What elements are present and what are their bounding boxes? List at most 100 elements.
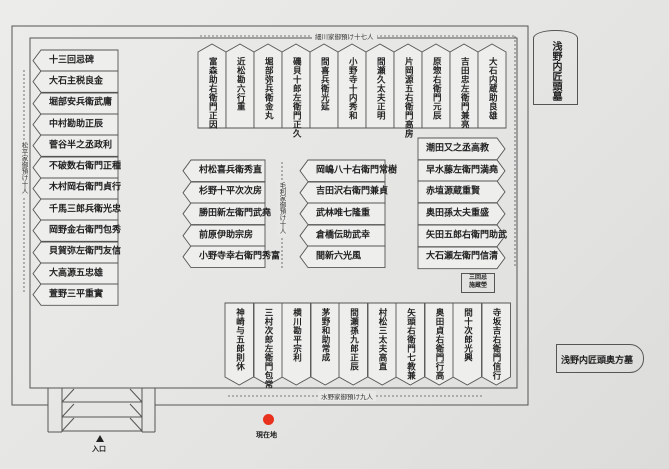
tomb-name: 間瀬孫九郎正辰 — [348, 308, 359, 371]
tomb-left-column[interactable]: 貝賀弥左衛門友信 — [32, 241, 121, 264]
tomb-shape — [253, 302, 283, 386]
tomb-shape — [417, 202, 506, 226]
tomb-shape — [477, 43, 507, 129]
tomb-name: 倉橋伝助武幸 — [316, 230, 371, 241]
tomb-right-column[interactable]: 潮田又之丞高教 — [417, 137, 506, 161]
tomb-name: 萱野三平重實 — [49, 289, 104, 300]
tomb-left-column[interactable]: 堀部安兵衛武庸 — [32, 92, 119, 115]
tomb-left-column[interactable]: 中村勘助正辰 — [32, 113, 119, 136]
tomb-name: 潮田又之丞高教 — [426, 143, 490, 154]
tomb-name: 大石瀬左衛門信清 — [426, 251, 499, 262]
tomb-name: 勝田新左衛門武堯 — [199, 208, 272, 219]
asano-wife-tomb-label: 浅野内匠頭奥方墓 — [561, 356, 634, 366]
tomb-name: 岡嶋八十右衛門常樹 — [316, 165, 398, 176]
tomb-name: 大高源五忠雄 — [49, 268, 104, 279]
tomb-name: 杉野十平次次房 — [199, 186, 263, 197]
tomb-top-row[interactable]: 間瀬久太夫正明 — [365, 43, 395, 129]
tomb-top-row[interactable]: 堀部弥兵衛金丸 — [253, 43, 283, 129]
tomb-name: 吉田忠左衛門兼亮 — [459, 57, 470, 129]
tomb-middle-left[interactable]: 村松喜兵衛秀直 — [182, 159, 266, 183]
entrance-arrow-icon — [96, 435, 104, 442]
tomb-name: 十三回忌碑 — [49, 55, 95, 66]
tomb-right-column[interactable]: 奥田孫太夫重盛 — [417, 202, 506, 226]
memorial-line-2: 施蔵塋 — [468, 282, 487, 289]
tomb-top-row[interactable]: 磯貝十郎左衛門正久 — [281, 43, 311, 138]
memorial-box: 三回忌 施蔵塋 — [461, 273, 495, 293]
tomb-right-column[interactable]: 大石瀬左衛門信清 — [417, 246, 506, 269]
tomb-name: 堀部弥兵衛金丸 — [263, 57, 274, 120]
tomb-middle-right[interactable]: 倉橋伝助武幸 — [299, 224, 386, 247]
tomb-shape — [417, 137, 506, 161]
tomb-top-row[interactable]: 原惣右衛門元辰 — [421, 43, 451, 129]
tomb-left-column[interactable]: 萱野三平重實 — [32, 283, 119, 307]
tomb-middle-left[interactable]: 勝田新左衛門武堯 — [182, 202, 271, 226]
tomb-name: 岡野金右衛門包秀 — [49, 225, 122, 236]
tomb-name: 間喜兵衛光延 — [319, 57, 330, 111]
tomb-middle-left[interactable]: 杉野十平次次房 — [182, 181, 266, 204]
tomb-bottom-row[interactable]: 奥田貞右衛門行高 — [424, 302, 454, 386]
tomb-name: 近松勘六行重 — [235, 57, 246, 111]
tomb-middle-left[interactable]: 前原伊助宗房 — [182, 224, 266, 247]
tomb-name: 横川勘平宗利 — [291, 308, 302, 362]
tomb-left-column[interactable]: 千馬三郎兵衛光忠 — [32, 198, 121, 221]
tomb-shape — [281, 302, 311, 386]
tomb-bottom-row[interactable]: 神崎与五郎則休 — [224, 302, 254, 386]
tomb-top-row[interactable]: 大石内蔵助良雄 — [477, 43, 507, 129]
tomb-name: 神崎与五郎則休 — [234, 308, 245, 371]
tomb-left-column[interactable]: 大高源五忠雄 — [32, 262, 119, 285]
group-label-hosokawa: 細川家御預け十七人 — [312, 31, 377, 41]
tomb-shape — [417, 246, 506, 269]
tomb-middle-right[interactable]: 武林唯七隆重 — [299, 202, 386, 226]
tomb-name: 菅谷半之丞政利 — [49, 140, 113, 151]
group-label-mori: 毛利家御預け十人 — [277, 180, 287, 236]
tomb-left-column[interactable]: 木村岡右衛門貞行 — [32, 177, 121, 200]
tomb-name: 前原伊助宗房 — [199, 230, 254, 241]
tomb-name: 村松喜兵衛秀直 — [199, 165, 263, 176]
tomb-top-row[interactable]: 間喜兵衛光延 — [309, 43, 339, 129]
tomb-middle-right[interactable]: 間新六光風 — [299, 245, 386, 269]
tomb-right-column[interactable]: 矢田五郎右衛門助武 — [417, 224, 507, 247]
tomb-name: 赤埴源蔵重賢 — [426, 186, 481, 197]
tomb-top-row[interactable]: 片岡源五右衛門高房 — [393, 43, 423, 138]
tomb-top-row[interactable]: 近松勘六行重 — [225, 43, 255, 129]
tomb-shape — [424, 302, 454, 386]
tomb-left-column[interactable]: 不破数右衛門正種 — [32, 156, 122, 179]
tomb-top-row[interactable]: 吉田忠左衛門兼亮 — [449, 43, 479, 129]
tomb-name: 不破数右衛門正種 — [49, 161, 122, 172]
tomb-name: 早水藤左衛門満堯 — [426, 165, 499, 176]
tomb-top-row[interactable]: 小野寺十内秀和 — [337, 43, 367, 129]
tomb-top-row[interactable]: 富森助右衛門正因 — [197, 43, 227, 129]
current-location-dot — [263, 414, 274, 425]
tomb-left-column[interactable]: 十三回忌碑 — [32, 49, 119, 72]
tomb-name: 大石内蔵助良雄 — [487, 57, 498, 120]
tomb-bottom-row[interactable]: 矢頭右衛門七教兼 — [395, 302, 425, 386]
tomb-shape — [310, 302, 340, 386]
tomb-middle-right[interactable]: 吉田沢右衛門兼貞 — [299, 181, 389, 204]
tomb-middle-left[interactable]: 小野寺幸右衛門秀富 — [182, 245, 280, 269]
tomb-bottom-row[interactable]: 三村次郎左衛門包常 — [253, 302, 283, 389]
tomb-name: 寺坂吉右衛門信行 — [491, 308, 501, 380]
tomb-bottom-row[interactable]: 寺坂吉右衛門信行 — [481, 302, 511, 386]
tomb-bottom-row[interactable]: 間瀬孫九郎正辰 — [338, 302, 368, 386]
asano-tomb[interactable]: 浅野内匠頭墓 — [533, 30, 578, 105]
tomb-bottom-row[interactable]: 村松三太夫高直 — [367, 302, 397, 386]
tomb-name: 奥田孫太夫重盛 — [426, 208, 490, 219]
tomb-name: 小野寺十内秀和 — [347, 57, 358, 120]
tomb-name: 磯貝十郎左衛門正久 — [291, 57, 302, 138]
tomb-right-column[interactable]: 赤埴源蔵重賢 — [417, 180, 506, 204]
tomb-name: 間十次郎光興 — [462, 308, 473, 362]
asano-wife-tomb[interactable]: 浅野内匠頭奥方墓 — [556, 344, 644, 373]
tomb-left-column[interactable]: 岡野金右衛門包秀 — [32, 219, 122, 243]
tomb-middle-right[interactable]: 岡嶋八十右衛門常樹 — [299, 159, 397, 183]
tomb-left-column[interactable]: 大石主税良金 — [32, 70, 119, 94]
tomb-bottom-row[interactable]: 間十次郎光興 — [452, 302, 482, 386]
tomb-name: 吉田沢右衛門兼貞 — [316, 186, 389, 197]
tomb-name: 間瀬久太夫正明 — [375, 57, 386, 120]
tomb-name: 間新六光風 — [316, 251, 362, 262]
tomb-right-column[interactable]: 早水藤左衛門満堯 — [417, 159, 506, 182]
tomb-bottom-row[interactable]: 横川勘平宗利 — [281, 302, 311, 386]
tomb-bottom-row[interactable]: 茅野和助常成 — [310, 302, 340, 386]
entrance-label: 入口 — [92, 444, 106, 453]
tomb-left-column[interactable]: 菅谷半之丞政利 — [32, 134, 119, 157]
